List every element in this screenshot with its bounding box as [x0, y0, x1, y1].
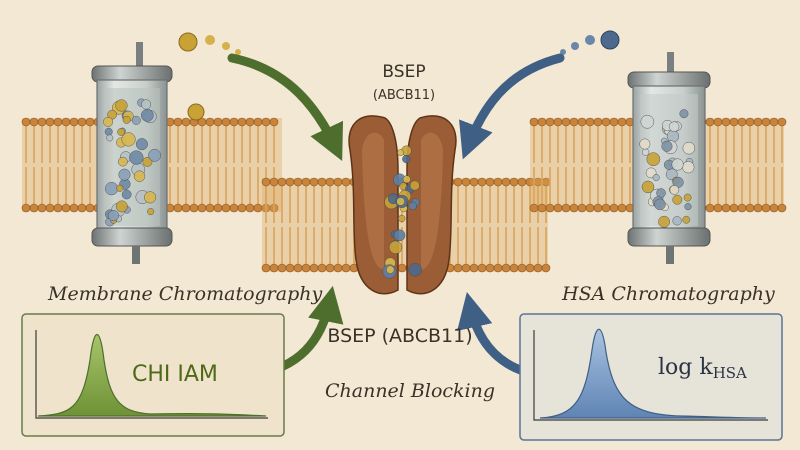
hsa-chromatography-label: HSA Chromatography [562, 283, 775, 305]
left-chromatogram-axes [35, 330, 268, 419]
bsep-transporter-protein [348, 115, 457, 295]
hsa-chromatography-column [627, 52, 711, 264]
right-top-arrow [459, 53, 565, 160]
membrane-chromatography-label: Membrane Chromatography [48, 283, 323, 305]
hsa-subscript: HSA [712, 364, 747, 382]
bsep-center-label: BSEP (ABCB11) [327, 325, 473, 347]
membrane-chromatography-column [91, 42, 173, 264]
channel-blocking-label: Channel Blocking [324, 380, 496, 402]
bsep-subtitle: (ABCB11) [372, 88, 436, 103]
right-chromatogram-peak [539, 328, 767, 419]
right-molecule-stream [560, 30, 620, 55]
left-chromatogram-peak [37, 334, 267, 417]
log-k-hsa-label: log kHSA [658, 355, 747, 382]
left-chromatogram-panel [21, 313, 285, 437]
chi-iam-label: CHI IAM [132, 362, 218, 387]
log-k-text: log k [658, 355, 713, 380]
left-molecule-stream [178, 32, 241, 121]
bsep-title: BSEP [382, 62, 426, 82]
right-chromatogram-axes [533, 330, 768, 421]
left-top-arrow [227, 53, 344, 162]
right-chromatogram-panel [519, 313, 783, 441]
